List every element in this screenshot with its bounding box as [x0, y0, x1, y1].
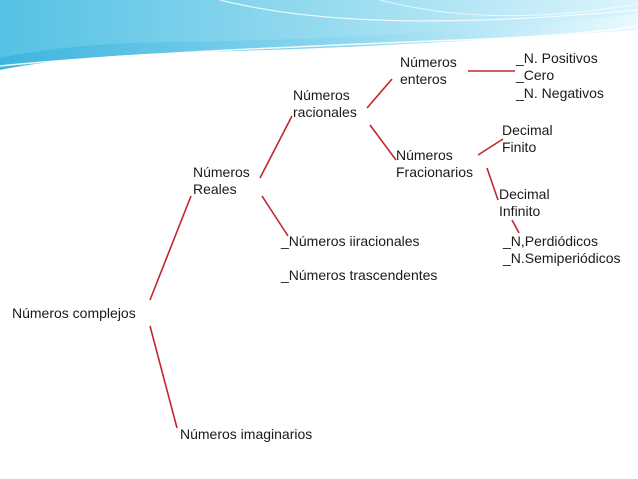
banner-wave-line-2 — [219, 0, 638, 22]
node-numeros-reales-line-2: Reales — [193, 181, 237, 197]
node-n-negativos: _N. Negativos — [516, 85, 604, 101]
node-cero: _Cero — [516, 67, 555, 83]
node-numeros-racionales-line-2: racionales — [293, 104, 357, 120]
node-numeros-enteros: Números enteros — [400, 54, 457, 88]
node-numeros-complejos: Números complejos — [12, 305, 136, 321]
node-numeros-enteros-line-2: enteros — [400, 71, 447, 87]
edge-complejos-imaginarios — [149, 325, 178, 429]
node-numeros-enteros-line-1: Números — [400, 54, 457, 70]
banner-wave-line-1 — [0, 25, 638, 67]
node-decimal-infinito-line-2: Infinito — [499, 203, 541, 219]
node-n-semiperiodicos: _N.Semiperiódicos — [503, 250, 621, 266]
node-numeros-fracionarios-line-1: Números — [396, 147, 453, 163]
header-banner — [0, 0, 638, 70]
node-numeros-fracionarios: Números Fracionarios — [396, 147, 473, 181]
edge-racionales-enteros — [366, 78, 393, 109]
node-numeros-reales: Números Reales — [193, 164, 250, 198]
edge-complejos-reales — [149, 195, 192, 301]
node-decimal-infinito: Decimal Infinito — [499, 186, 550, 220]
edge-fracionarios-finito — [477, 138, 504, 156]
banner-wave-line-3 — [379, 0, 638, 17]
node-numeros-irracionales: _Números iiracionales — [281, 233, 420, 249]
edge-racionales-fracionarios — [369, 124, 397, 161]
edge-fracionarios-infinito — [486, 167, 499, 201]
node-numeros-trascendentes: _Números trascendentes — [281, 267, 438, 283]
node-decimal-finito-line-1: Decimal — [502, 122, 553, 138]
node-n-periodicos: _N,Perdiódicos — [503, 233, 598, 249]
edge-reales-irracionales — [261, 195, 289, 237]
node-numeros-racionales-line-1: Números — [293, 87, 350, 103]
node-numeros-racionales: Números racionales — [293, 87, 357, 121]
node-numeros-fracionarios-line-2: Fracionarios — [396, 164, 474, 180]
node-numeros-imaginarios: Números imaginarios — [180, 426, 313, 442]
node-decimal-finito: Decimal Finito — [502, 122, 553, 156]
node-numeros-reales-line-1: Números — [193, 164, 250, 180]
node-n-positivos: _N. Positivos — [516, 50, 598, 66]
node-decimal-infinito-line-1: Decimal — [499, 186, 550, 202]
edge-infinito-periodicos — [511, 219, 520, 234]
edge-reales-racionales — [259, 115, 293, 179]
node-decimal-finito-line-2: Finito — [502, 139, 537, 155]
